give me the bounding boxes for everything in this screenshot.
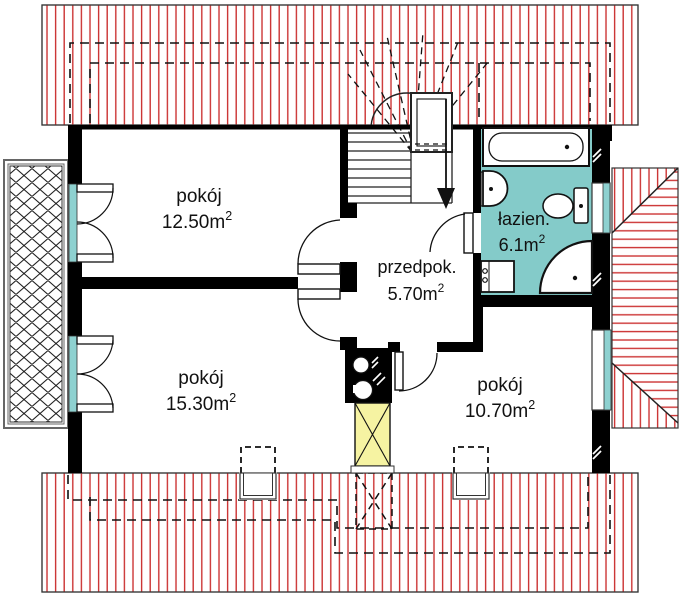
bottom-roof: [41, 472, 639, 593]
room-10-70-name: pokój: [477, 375, 522, 396]
room-labels: pokój 12.50m2 pokój 15.30m2 pokój 10.70m…: [162, 186, 550, 422]
corner-shower: [538, 239, 594, 295]
toilet: [542, 187, 589, 224]
down-arrow-icon: [437, 99, 455, 209]
wall-vent-marks: [592, 148, 602, 460]
stair-slope-lines: [347, 31, 489, 153]
room-15-30-name: pokój: [178, 368, 223, 389]
bathroom: [480, 127, 594, 295]
glazing: [602, 182, 611, 234]
glazing: [68, 183, 78, 263]
window-bathroom[interactable]: [591, 182, 611, 234]
roof-window-right: [452, 446, 490, 500]
washing-machine: [480, 260, 515, 293]
roof-window-left: [239, 446, 277, 500]
staircase: [347, 31, 489, 204]
room-12-50-name: pokój: [176, 186, 221, 207]
balcony-door-upper[interactable]: [68, 183, 114, 263]
roof-projection-lines: [67, 475, 611, 554]
roof-projection-lines: [69, 42, 611, 123]
balcony: [3, 159, 69, 429]
window-room-10-70[interactable]: [591, 329, 612, 411]
door-bathroom[interactable]: [429, 212, 474, 254]
side-roof: [611, 167, 679, 429]
glazing: [603, 329, 612, 411]
door-room-10-70[interactable]: [394, 351, 438, 392]
room-15-30-area: 15.30m2: [166, 391, 236, 415]
chimney-flues: [352, 356, 386, 401]
bathroom-name: łazien.: [498, 209, 550, 229]
balcony-door-lower[interactable]: [68, 335, 114, 413]
room-12-50-area: 12.50m2: [162, 209, 232, 233]
glazing: [68, 335, 78, 413]
bathroom-area: 6.1m2: [499, 232, 546, 255]
door-room-15-30[interactable]: [297, 288, 341, 342]
washbasin: [480, 170, 509, 207]
hallway-name: przedpok.: [377, 257, 456, 277]
ventilation-shaft: [350, 402, 395, 474]
walls: [68, 125, 612, 473]
top-roof: [41, 4, 639, 126]
hallway-area: 5.70m2: [388, 281, 445, 304]
room-10-70-area: 10.70m2: [465, 398, 535, 422]
bathtub: [482, 127, 590, 167]
door-room-12-50[interactable]: [297, 219, 341, 275]
